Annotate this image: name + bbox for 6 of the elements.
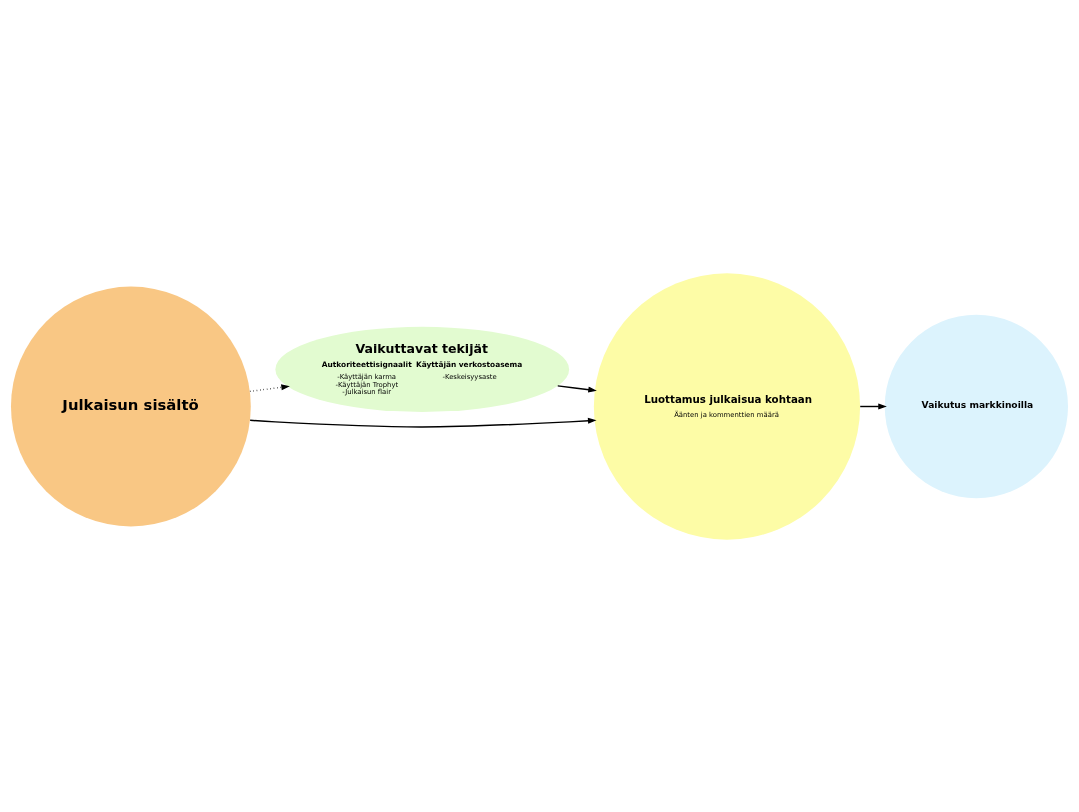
arrow — [557, 384, 597, 393]
node-circle: Vaikutus markkinoilla — [884, 314, 1068, 498]
arrow — [249, 383, 290, 392]
arrow — [249, 417, 597, 428]
arrow — [859, 403, 887, 409]
node-circle: Julkaisun sisältö — [11, 286, 251, 526]
